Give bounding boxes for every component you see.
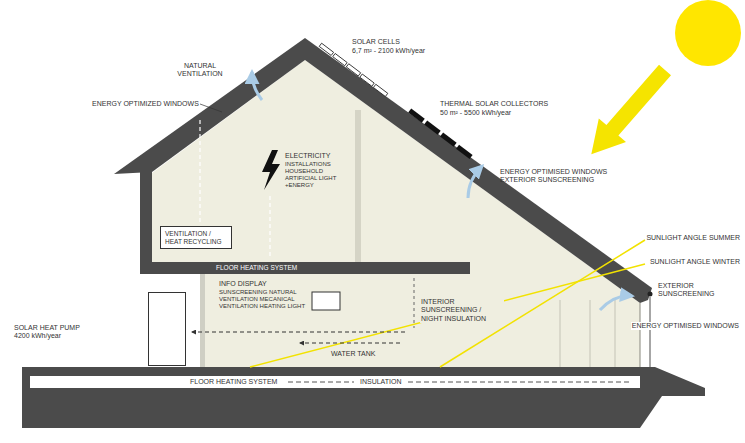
energy-value: 6,7 m² - 2100 kWh/year — [352, 47, 425, 55]
sunlight-label: SUNLIGHT ANGLE SUMMER — [646, 234, 740, 242]
note-label: INSTALLATIONS HOUSEHOLD ARTIFICIAL LIGHT… — [284, 161, 342, 189]
ventilation-arrow — [468, 166, 482, 198]
thermal-collector — [408, 108, 425, 122]
part-label: INFO DISPLAY — [218, 280, 268, 288]
sun-arrow — [591, 65, 671, 155]
glass-facade — [639, 303, 640, 367]
sun — [675, 0, 741, 66]
solar-cell — [333, 53, 347, 65]
window-frame — [560, 300, 561, 367]
installation-line — [269, 196, 270, 258]
solar-cell — [360, 74, 374, 86]
window-frame — [615, 300, 616, 367]
ventilation-arrow — [600, 296, 632, 310]
water-pipe — [300, 343, 400, 344]
floor-label: FLOOR HEATING SYSTEM — [216, 264, 297, 272]
window-frame — [590, 300, 591, 367]
sunscreen-label: EXTERIOR SUNSCREENING — [658, 282, 730, 299]
heat-pump-box: SOLAR HEAT PUMP4200 kWh/year — [14, 292, 186, 366]
window-label: ENERGY OPTIMISED WINDOWS EXTERIOR SUNSCR… — [500, 168, 608, 185]
window-label: ENERGY OPTIMISED WINDOWS — [631, 322, 740, 330]
node-value: 4200 kWh/year — [14, 332, 142, 340]
thermal-collector — [456, 145, 473, 159]
gable-wall — [140, 170, 152, 274]
ventilation-box: VENTILATION / HEAT RECYCLING — [160, 226, 232, 249]
upper-floor-slab — [140, 262, 470, 274]
floor-label: INSULATION — [360, 378, 402, 386]
partition-wall — [355, 110, 361, 262]
energy-value: 50 m² - 5500 kWh/year — [440, 109, 511, 117]
floor-heating-pipe — [288, 382, 354, 383]
ventilation-arrow — [252, 72, 262, 100]
thermal-collector — [440, 133, 457, 147]
heat-pipe — [192, 332, 405, 333]
part-label: SOLAR CELLS — [352, 38, 400, 46]
solar-cell — [373, 84, 387, 96]
part-label: ELECTRICITY — [284, 152, 332, 160]
ventilation-duct — [199, 120, 200, 222]
exterior-sunscreen — [650, 297, 651, 367]
node-heading: SOLAR HEAT PUMP — [14, 324, 142, 332]
solar-cell — [346, 64, 360, 76]
interior-sunscreen — [414, 278, 415, 328]
note-label: SUNSCREENING NATURAL VENTILATION MECANIC… — [218, 289, 308, 310]
floor-label: FLOOR HEATING SYSTEM — [190, 378, 277, 386]
part-label: WATER TANK — [330, 350, 376, 358]
node-text-holder: SOLAR HEAT PUMP4200 kWh/year — [14, 324, 142, 341]
thermal-collector — [424, 120, 441, 134]
info-screen — [312, 292, 340, 310]
solar-cell — [319, 43, 333, 55]
sunlight-winter-line — [250, 264, 645, 367]
node-heading: VENTILATION / HEAT RECYCLING — [165, 230, 227, 245]
sunscreen-pivot — [648, 292, 653, 297]
vent-label: NATURAL VENTILATION — [170, 62, 230, 79]
part-label: THERMAL SOLAR COLLECTORS — [440, 100, 548, 108]
window-label: ENERGY OPTIMIZED WINDOWS — [92, 100, 199, 108]
sunlight-label: SUNLIGHT ANGLE WINTER — [650, 258, 740, 266]
ground-slab — [22, 367, 705, 428]
electricity-bolt — [262, 150, 280, 190]
floor-heating-band — [30, 376, 640, 388]
leader-line — [200, 104, 222, 112]
floor-heating-pipe — [408, 382, 632, 383]
ground-floor-wall — [200, 274, 205, 367]
sunscreen-label: INTERIOR SUNSCREENING / NIGHT INSULATION — [420, 298, 504, 323]
heat-pump-unit — [148, 292, 186, 366]
